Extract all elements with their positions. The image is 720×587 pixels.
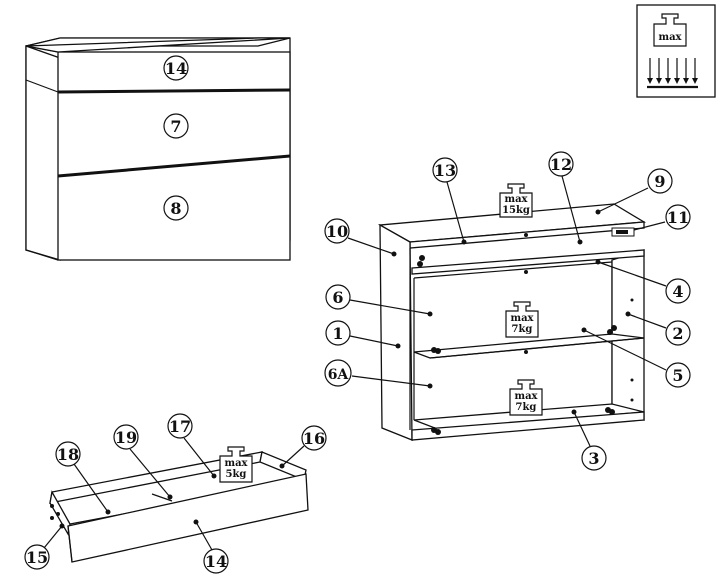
svg-text:11: 11	[667, 208, 689, 227]
drawer-label-18: 18	[55, 441, 111, 515]
weight-tag-drawer: max 5kg	[219, 446, 253, 483]
front-view-label-14: 14	[163, 55, 189, 81]
svg-text:max: max	[224, 458, 248, 469]
svg-text:max: max	[504, 194, 528, 205]
cabinet-label-10: 10	[324, 218, 397, 257]
cabinet-label-2: 2	[625, 311, 691, 346]
svg-text:max: max	[658, 32, 682, 43]
svg-text:12: 12	[550, 155, 572, 174]
downward-arrows-load-icon	[647, 58, 698, 89]
open-cabinet	[377, 203, 647, 441]
cabinet-label-3: 3	[571, 409, 607, 471]
front-view-label-7: 7	[163, 113, 189, 139]
svg-text:4: 4	[672, 282, 683, 301]
cabinet-label-12: 12	[548, 151, 583, 245]
cabinet-label-6: 6	[325, 284, 433, 317]
svg-text:7kg: 7kg	[512, 324, 533, 335]
max-load-warning-box: max	[636, 4, 716, 98]
svg-text:6A: 6A	[328, 367, 350, 383]
svg-text:15: 15	[26, 548, 48, 567]
drawer	[49, 451, 309, 563]
svg-text:5kg: 5kg	[226, 469, 247, 480]
cabinet-label-9: 9	[595, 168, 673, 215]
cabinet-label-13: 13	[432, 157, 467, 245]
front-view-cabinet	[25, 37, 291, 261]
cabinet-label-1: 1	[325, 320, 401, 349]
drawer-label-17: 17	[167, 413, 217, 479]
svg-text:18: 18	[57, 445, 79, 464]
svg-text:14: 14	[165, 59, 187, 78]
cabinet-label-5: 5	[581, 327, 691, 388]
cabinet-label-11: 11	[633, 204, 691, 231]
svg-text:16: 16	[303, 429, 325, 448]
drawer-label-15: 15	[24, 523, 65, 570]
weight-tag-top-shelf: max 15kg	[499, 183, 533, 218]
svg-text:13: 13	[434, 161, 456, 180]
svg-text:max: max	[514, 391, 538, 402]
svg-text:14: 14	[205, 552, 227, 571]
svg-text:9: 9	[654, 172, 665, 191]
svg-text:19: 19	[115, 428, 137, 447]
svg-text:5: 5	[672, 366, 683, 385]
weight-tag-bottom-shelf: max 7kg	[509, 379, 543, 416]
drawer-label-19: 19	[113, 424, 173, 500]
svg-text:7kg: 7kg	[516, 402, 537, 413]
svg-text:8: 8	[170, 199, 181, 218]
svg-text:2: 2	[672, 324, 683, 343]
svg-text:15kg: 15kg	[502, 205, 530, 216]
weight-icon: max	[653, 13, 687, 47]
drawer-label-14: 14	[193, 519, 229, 574]
cabinet-label-4: 4	[595, 259, 691, 304]
cabinet-label-6a: 6A	[324, 359, 433, 389]
weight-tag-middle-shelf: max 7kg	[505, 301, 539, 338]
svg-text:6: 6	[332, 288, 343, 307]
svg-text:1: 1	[332, 324, 343, 343]
svg-text:3: 3	[588, 449, 599, 468]
svg-text:max: max	[510, 313, 534, 324]
svg-text:7: 7	[170, 117, 181, 136]
svg-text:10: 10	[326, 222, 348, 241]
svg-text:17: 17	[169, 417, 191, 436]
front-view-label-8: 8	[163, 195, 189, 221]
drawer-label-16: 16	[279, 425, 327, 469]
